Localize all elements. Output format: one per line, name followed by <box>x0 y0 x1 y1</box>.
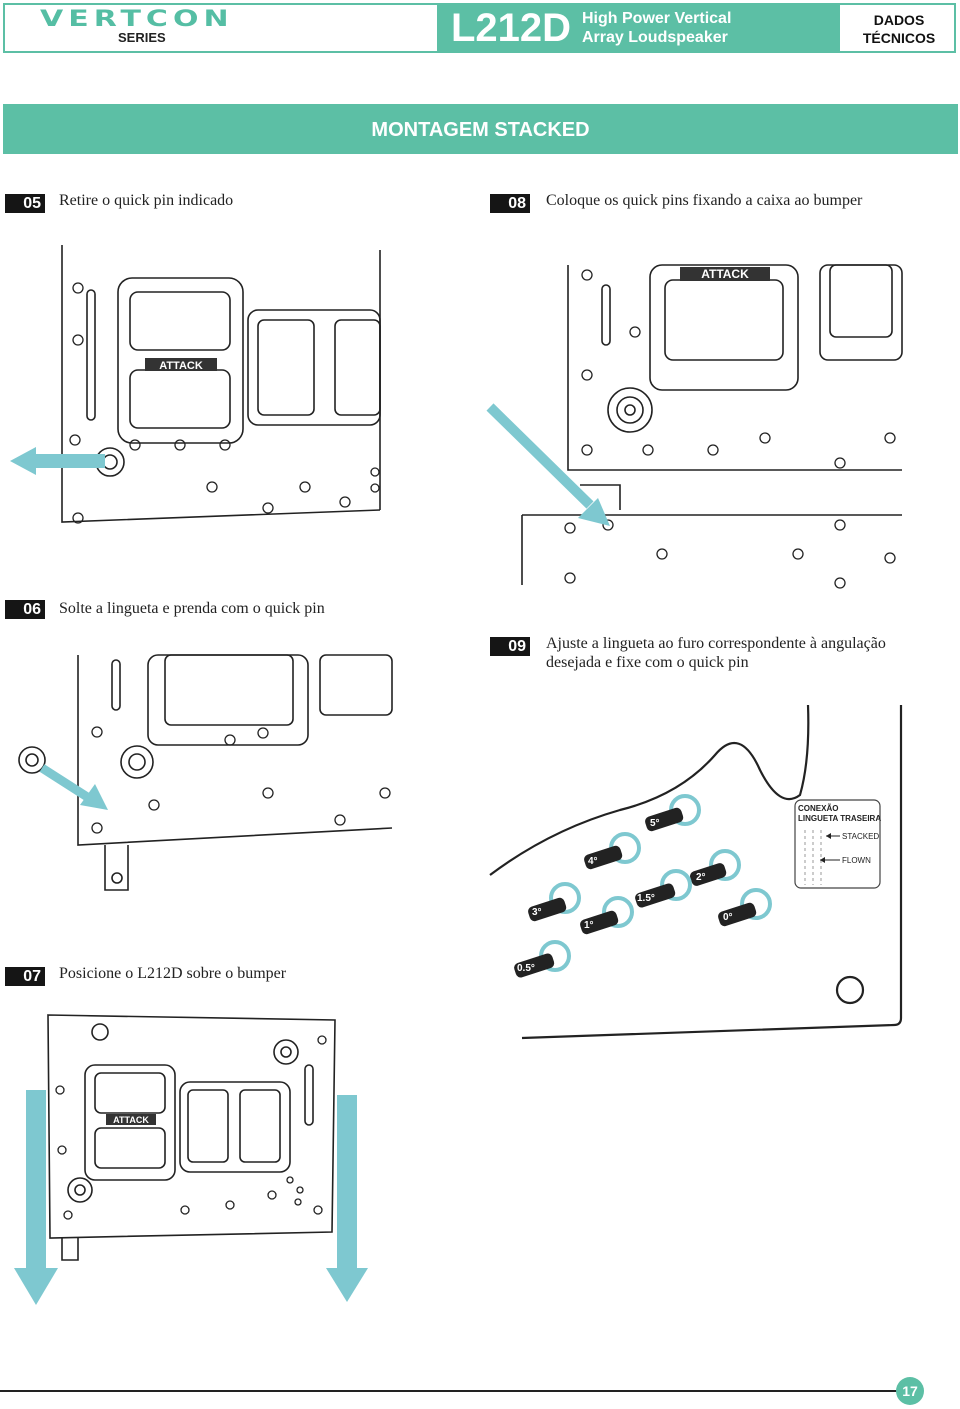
svg-text:ATTACK: ATTACK <box>701 267 749 281</box>
svg-text:ATTACK: ATTACK <box>113 1115 149 1125</box>
attack-handle-label: ATTACK <box>106 1114 156 1125</box>
section-line1: DADOS <box>873 12 925 28</box>
svg-text:2°: 2° <box>696 872 706 883</box>
down-arrow-right <box>326 1095 368 1302</box>
step-08-illustration: ATTACK <box>486 264 903 589</box>
step-07-number: 07 <box>5 967 45 986</box>
header-frame <box>3 3 956 53</box>
step-08-number: 08 <box>490 194 530 213</box>
step-06-illustration <box>18 654 393 891</box>
svg-text:0°: 0° <box>723 912 733 923</box>
step-07-text: Posicione o L212D sobre o bumper <box>59 965 287 982</box>
svg-text:5°: 5° <box>650 818 660 829</box>
pin-arrow-06 <box>39 764 108 810</box>
section-banner <box>3 104 958 154</box>
svg-text:LINGUETA TRASEIRA: LINGUETA TRASEIRA <box>798 814 881 823</box>
subtitle-line2: Array Loudspeaker <box>582 29 728 46</box>
subtitle-line1: High Power Vertical <box>582 10 732 27</box>
page-number: 17 <box>896 1377 924 1405</box>
step-05-illustration: ATTACK <box>10 245 381 524</box>
svg-text:1°: 1° <box>584 920 594 931</box>
svg-text:0.5°: 0.5° <box>517 963 535 974</box>
angle-hole-0-5: 0.5° <box>514 940 571 978</box>
angle-hole-4: 4° <box>584 832 641 870</box>
svg-text:1.5°: 1.5° <box>637 893 655 904</box>
section-label: DADOS TÉCNICOS <box>845 11 953 47</box>
svg-text:STACKED: STACKED <box>842 832 879 841</box>
insert-arrow-08 <box>486 403 610 526</box>
step-09-number: 09 <box>490 637 530 656</box>
step-09-illustration: 5° 4° 2° 1.5° 3° 1° <box>489 704 903 1040</box>
angle-hole-5: 5° <box>645 794 701 832</box>
angle-holes: 5° 4° 2° 1.5° 3° 1° <box>514 794 772 978</box>
step-09-text-line1: Ajuste a lingueta ao furo correspondente… <box>546 635 886 652</box>
banner-title: MONTAGEM STACKED <box>371 119 590 141</box>
down-arrow-left <box>14 1090 58 1305</box>
attack-handle-label: ATTACK <box>145 358 217 372</box>
brand-series: SERIES <box>118 30 166 45</box>
angle-hole-1: 1° <box>580 896 634 935</box>
step-07-illustration: ATTACK <box>14 1014 368 1305</box>
step-05-number: 05 <box>5 194 45 213</box>
step-09-text: Ajuste a lingueta ao furo correspondente… <box>546 634 886 672</box>
step-06-number: 06 <box>5 600 45 619</box>
svg-text:FLOWN: FLOWN <box>842 856 871 865</box>
svg-text:CONEXÃO: CONEXÃO <box>798 804 838 813</box>
model-subtitle: High Power Vertical Array Loudspeaker <box>582 9 731 47</box>
pull-arrow-05 <box>10 447 105 475</box>
svg-text:3°: 3° <box>532 907 542 918</box>
svg-text:4°: 4° <box>588 856 598 867</box>
attack-handle-label: ATTACK <box>680 267 770 281</box>
model-name: L212D <box>451 6 572 50</box>
section-line2: TÉCNICOS <box>862 30 936 46</box>
step-09-text-line2: desejada e fixe com o quick pin <box>546 654 749 671</box>
footer-rule <box>0 1390 900 1392</box>
svg-text:ATTACK: ATTACK <box>159 360 203 372</box>
step-08-text: Coloque os quick pins fixando a caixa ao… <box>546 192 863 209</box>
angle-hole-2: 2° <box>690 849 741 886</box>
angle-hole-0: 0° <box>718 888 772 927</box>
angle-hole-1-5: 1.5° <box>635 869 692 908</box>
model-box <box>437 5 840 51</box>
step-06-text: Solte a lingueta e prenda com o quick pi… <box>59 600 325 617</box>
angle-hole-3: 3° <box>528 882 581 922</box>
step-05-text: Retire o quick pin indicado <box>59 192 234 209</box>
brand-logo: VERTCON <box>40 5 234 32</box>
rear-link-legend: CONEXÃO LINGUETA TRASEIRA STACKED FLOWN <box>794 799 881 889</box>
